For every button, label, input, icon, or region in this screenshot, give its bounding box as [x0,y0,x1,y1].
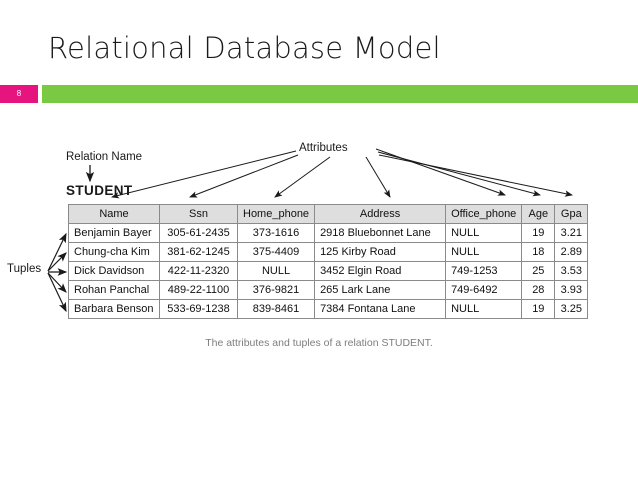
diagram-arrows [47,148,573,313]
arrow-tuple-2 [47,252,67,272]
slide-number-badge: 8 [0,85,38,103]
table-row: Rohan Panchal 489-22-1100 376-9821 265 L… [68,280,589,300]
cell-gpa: 3.25 [554,299,589,319]
cell-name: Rohan Panchal [68,280,160,300]
arrow-attribute-ssn [189,154,299,198]
arrow-attribute-office-phone [375,148,506,196]
cell-ssn: 305-61-2435 [159,223,238,243]
cell-ssn: 381-62-1245 [159,242,238,262]
arrow-attribute-gpa [378,154,573,197]
cell-name: Barbara Benson [68,299,160,319]
cell-age: 28 [521,280,556,300]
cell-office-phone: NULL [445,299,523,319]
table-row: Dick Davidson 422-11-2320 NULL 3452 Elgi… [68,261,589,281]
cell-name: Chung-cha Kim [68,242,160,262]
column-header-home-phone: Home_phone [236,204,316,224]
cell-gpa: 3.53 [554,261,589,281]
table-row: Barbara Benson 533-69-1238 839-8461 7384… [68,299,589,319]
slide-number-label: 8 [16,89,22,98]
column-header-ssn: Ssn [159,204,238,224]
table-row: Benjamin Bayer 305-61-2435 373-1616 2918… [68,223,589,243]
cell-office-phone: 749-1253 [445,261,523,281]
arrow-attribute-home-phone [274,156,331,198]
label-relation-value: STUDENT [66,183,133,198]
cell-address: 3452 Elgin Road [314,261,447,281]
student-relation-table: Name Ssn Home_phone Address Office_phone… [68,204,589,319]
cell-name: Benjamin Bayer [68,223,160,243]
cell-gpa: 3.21 [554,223,589,243]
cell-ssn: 422-11-2320 [159,261,238,281]
cell-home-phone: 375-4409 [236,242,316,262]
cell-ssn: 533-69-1238 [159,299,238,319]
cell-home-phone: 376-9821 [236,280,316,300]
figure-caption: The attributes and tuples of a relation … [205,337,433,349]
table-row: Chung-cha Kim 381-62-1245 375-4409 125 K… [68,242,589,262]
cell-home-phone: 373-1616 [236,223,316,243]
column-header-address: Address [314,204,447,224]
cell-address: 125 Kirby Road [314,242,447,262]
cell-age: 18 [521,242,556,262]
column-header-age: Age [521,204,556,224]
cell-gpa: 2.89 [554,242,589,262]
cell-office-phone: NULL [445,242,523,262]
column-header-office-phone: Office_phone [445,204,523,224]
cell-address: 7384 Fontana Lane [314,299,447,319]
column-header-gpa: Gpa [554,204,589,224]
cell-name: Dick Davidson [68,261,160,281]
cell-office-phone: NULL [445,223,523,243]
arrow-attribute-age [377,151,541,197]
label-tuples: Tuples [7,263,42,275]
cell-age: 19 [521,223,556,243]
cell-gpa: 3.93 [554,280,589,300]
cell-address: 2918 Bluebonnet Lane [314,223,447,243]
arrow-tuple-5 [47,272,67,313]
table-header-row: Name Ssn Home_phone Address Office_phone… [68,204,589,224]
cell-age: 19 [521,299,556,319]
cell-address: 265 Lark Lane [314,280,447,300]
label-attributes: Attributes [299,142,348,154]
cell-home-phone: NULL [236,261,316,281]
label-relation-name: Relation Name [66,151,143,163]
arrow-attribute-address [365,156,391,198]
arrow-attribute-name [111,150,297,199]
arrow-tuple-1 [47,232,67,272]
accent-bar [42,85,638,103]
relation-diagram: Relation Name STUDENT Attributes Tuples … [0,115,638,375]
arrow-tuple-4 [47,272,67,293]
cell-age: 25 [521,261,556,281]
cell-home-phone: 839-8461 [236,299,316,319]
cell-ssn: 489-22-1100 [159,280,238,300]
page-title: Relational Database Model [48,31,441,65]
column-header-name: Name [68,204,160,224]
cell-office-phone: 749-6492 [445,280,523,300]
